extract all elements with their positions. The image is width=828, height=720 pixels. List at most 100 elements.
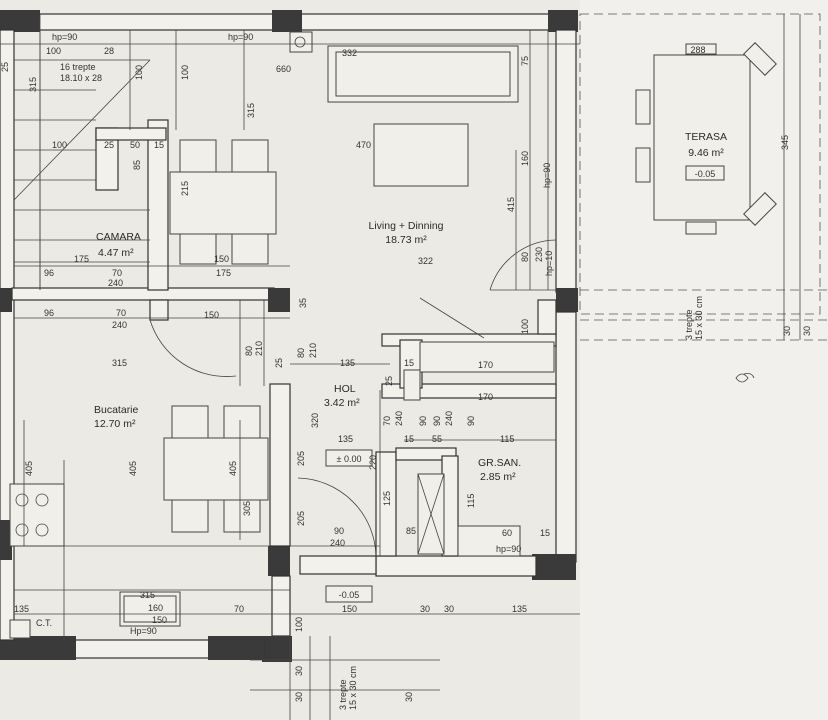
kitchen-chair [223, 499, 261, 533]
dim-55: 55 [432, 434, 442, 444]
dim-315: 315 [140, 590, 155, 600]
dim-15: 15 [404, 358, 414, 368]
hp90-kitchen: Hp=90 [130, 626, 157, 636]
stairs-area: 16 trepte 18.10 x 28 CAMARA 4.47 m² [13, 30, 151, 290]
walls [0, 10, 578, 662]
dim-90: 90 [466, 416, 476, 426]
dim-305: 305 [242, 501, 252, 516]
dim-100: 100 [180, 65, 190, 80]
camara-name: CAMARA [96, 231, 141, 243]
dim-30: 30 [802, 326, 812, 336]
dim-15: 15 [540, 528, 550, 538]
diagonal-line [419, 297, 485, 339]
dim-215: 215 [180, 181, 190, 196]
terrace-chair [635, 89, 651, 125]
dining-table [169, 171, 277, 235]
dim-210: 210 [308, 343, 318, 358]
dim-660: 660 [276, 64, 291, 74]
dim-320: 320 [310, 413, 320, 428]
dim-160: 160 [520, 151, 530, 166]
dim-100: 100 [520, 319, 530, 334]
dim-240: 240 [330, 538, 345, 548]
dim-315: 315 [246, 103, 256, 118]
terrace-chair [743, 42, 777, 76]
living-room: Living + Dinning 18.73 m² 332 [169, 31, 557, 339]
dim-170: 170 [478, 392, 493, 402]
dim-80: 80 [296, 348, 306, 358]
hol-area: 3.42 m² [324, 397, 360, 409]
dim-150: 150 [342, 604, 357, 614]
terrace-chair [743, 192, 777, 226]
dimension-labels: hp=90 hp=90 100 28 25 315 100 100 660 75… [0, 32, 554, 702]
dim-80: 80 [520, 252, 530, 262]
dim-315: 315 [112, 358, 127, 368]
tag-332: 332 [342, 48, 357, 58]
dim-75: 75 [520, 56, 530, 66]
dim-470: 470 [356, 140, 371, 150]
dim-30: 30 [294, 666, 304, 676]
dim-315: 315 [28, 77, 38, 92]
dim-115: 115 [500, 434, 514, 444]
dim-135: 135 [512, 604, 527, 614]
dim-175: 175 [216, 268, 231, 278]
dim-150: 150 [204, 310, 219, 320]
dim-135: 135 [340, 358, 355, 368]
dim-100: 100 [52, 140, 67, 150]
dim-405: 405 [128, 461, 138, 476]
dim-96: 96 [44, 308, 54, 318]
dim-415: 415 [506, 197, 516, 212]
dim-85: 85 [406, 526, 416, 536]
dim-30: 30 [420, 604, 430, 614]
dim-205: 205 [296, 451, 306, 466]
dim-25: 25 [104, 140, 114, 150]
dining-chair [231, 233, 269, 265]
counter [419, 341, 555, 373]
dim-135: 135 [14, 604, 29, 614]
dim-405: 405 [24, 461, 34, 476]
dim-210: 210 [254, 341, 264, 356]
stove [9, 483, 65, 547]
terrace-level: -0.05 [695, 169, 716, 179]
chimney [289, 31, 313, 53]
bath-name: GR.SAN. [478, 457, 521, 469]
dim-100: 100 [134, 65, 144, 80]
entry-stairs-count: 3 trepte [338, 679, 348, 710]
terrace-level-box [685, 165, 725, 181]
dim-96: 96 [44, 268, 54, 278]
terrace: TERASA 9.46 m² -0.05 288 3 trepte 15 x 3… [579, 13, 828, 341]
dim-100: 100 [294, 617, 304, 632]
level-box-interior [325, 449, 373, 467]
kitchen-chair [171, 405, 209, 439]
dim-70: 70 [112, 268, 122, 278]
dim-85: 85 [132, 160, 142, 170]
dining-chair [179, 139, 217, 173]
terrace-chair [685, 43, 717, 55]
dim-205: 205 [296, 511, 306, 526]
entry-door-swing [297, 477, 377, 557]
dim-90: 90 [334, 526, 344, 536]
kitchen-table [163, 437, 269, 501]
dining-chair [231, 139, 269, 173]
stairs-count: 16 trepte [60, 62, 96, 72]
dim-60: 60 [502, 528, 512, 538]
dim-220: 220 [368, 455, 378, 470]
ct-unit [9, 619, 31, 639]
entry-stairs: 3 trepte 15 x 30 cm [250, 636, 440, 720]
dim-175: 175 [74, 254, 89, 264]
hp10: hp=10 [544, 251, 554, 276]
dimension-lines [0, 14, 580, 615]
dim-70: 70 [116, 308, 126, 318]
terrace-chair [685, 221, 717, 235]
dim-240: 240 [108, 278, 123, 288]
dim-15: 15 [154, 140, 164, 150]
hp90-right: hp=90 [542, 163, 552, 188]
hp90-top-mid: hp=90 [228, 32, 253, 42]
level-entry: -0.05 [339, 590, 360, 600]
dim-30: 30 [404, 692, 414, 702]
dim-50: 50 [130, 140, 140, 150]
dim-70: 70 [382, 416, 392, 426]
dim-90: 90 [432, 416, 442, 426]
hall-and-bath: HOL 3.42 m² GR.SAN. 2.85 m² ± 0.00 -0.05… [297, 341, 555, 603]
kitchen-door-swing [149, 319, 237, 377]
living-area: 18.73 m² [385, 234, 427, 246]
